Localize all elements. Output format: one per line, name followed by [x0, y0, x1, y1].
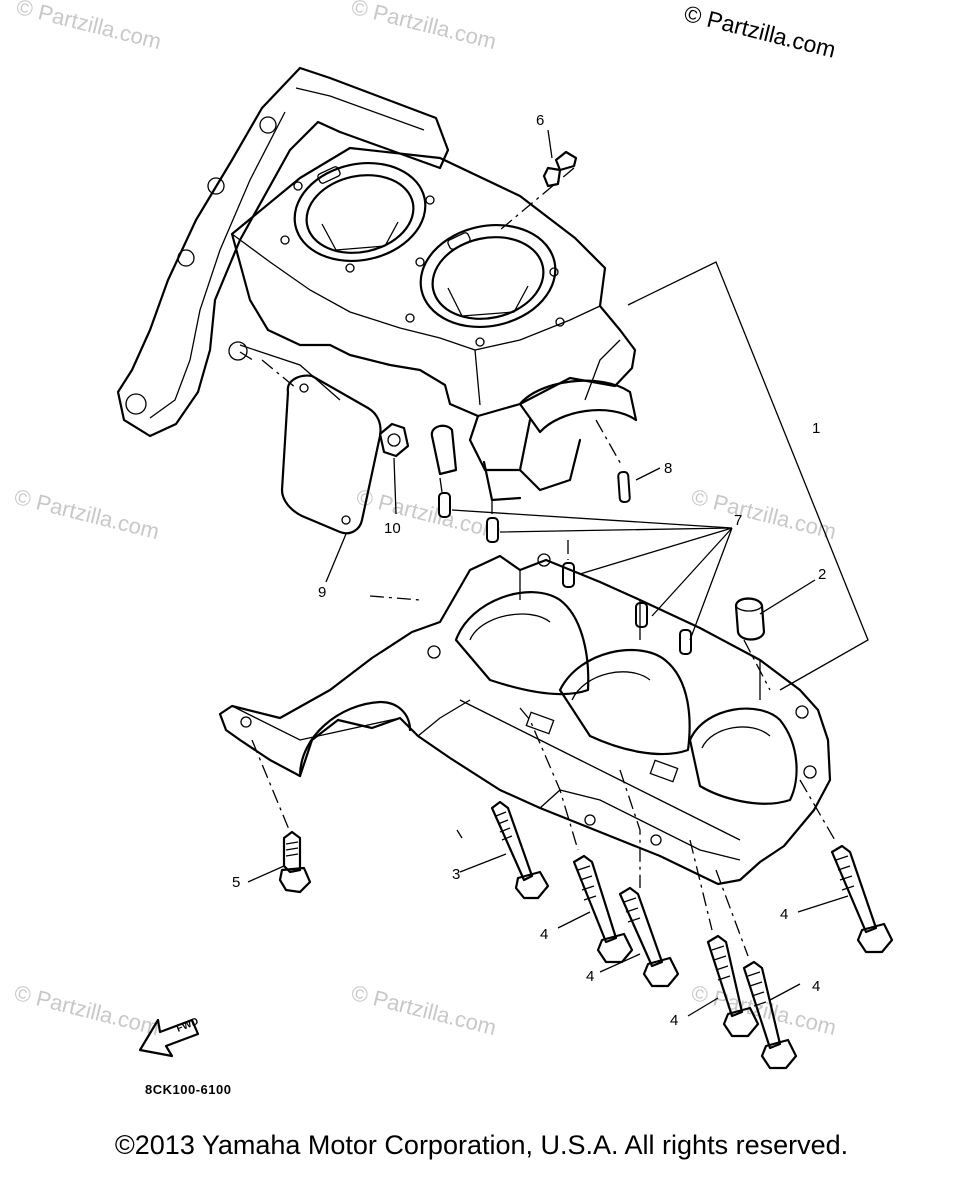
callout-1: 1	[812, 420, 821, 437]
part-10-nut	[378, 422, 410, 458]
copyright-notice: ©2013 Yamaha Motor Corporation, U.S.A. A…	[114, 1130, 849, 1160]
part-6-fitting	[542, 150, 578, 188]
part-4-bolt	[830, 844, 894, 954]
part-7-dowel-pins	[438, 492, 692, 655]
drawing-code: 8CK100-6100	[145, 1082, 232, 1097]
callout-4: 4	[670, 1012, 679, 1029]
assembly-centerlines	[239, 167, 837, 957]
callout-4: 4	[586, 968, 595, 985]
fwd-arrow-icon: FWD	[138, 1016, 200, 1058]
upper-crankcase	[116, 66, 638, 502]
part-3-bolt	[490, 800, 550, 900]
callout-10: 10	[384, 520, 401, 537]
part-2-plug	[734, 597, 766, 641]
callout-6: 6	[536, 112, 545, 129]
callout-7: 7	[734, 512, 743, 529]
callout-2: 2	[818, 566, 827, 583]
callout-4: 4	[780, 906, 789, 923]
callout-5: 5	[232, 874, 241, 891]
part-4-bolt	[618, 886, 680, 988]
callout-3: 3	[452, 866, 461, 883]
part-4-bolt	[706, 934, 760, 1038]
callout-4: 4	[540, 926, 549, 943]
callout-8: 8	[664, 460, 673, 477]
callout-9: 9	[318, 584, 327, 601]
part-4-bolt	[742, 960, 798, 1070]
part-4-bolt	[572, 854, 634, 964]
lower-crankcase	[218, 553, 832, 886]
part-9-cover-plate	[280, 374, 382, 535]
leader-lines	[247, 129, 869, 1017]
part-5-bolt	[278, 830, 312, 894]
part-8-dowel	[617, 470, 631, 504]
callout-4: 4	[812, 978, 821, 995]
